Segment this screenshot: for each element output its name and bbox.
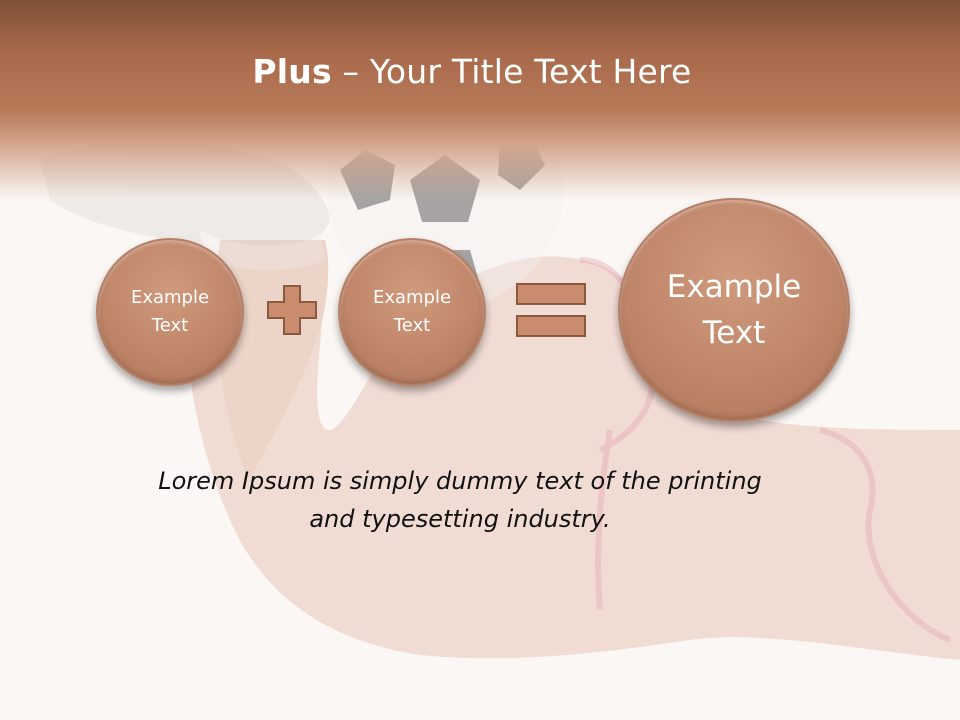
body-line-2: and typesetting industry. xyxy=(309,505,611,533)
circle-2-line-1: Example xyxy=(372,287,452,308)
example-circle-1: Example Text xyxy=(96,238,244,386)
header-band xyxy=(0,0,960,200)
equals-icon xyxy=(516,283,586,337)
example-circle-3: Example Text xyxy=(618,198,850,422)
title-rest: – Your Title Text Here xyxy=(331,52,692,91)
circle-2-line-2: Text xyxy=(393,315,431,336)
circle-1-line-1: Example xyxy=(130,287,210,308)
circle-3-line-1: Example xyxy=(666,269,802,305)
slide-title: Plus – Your Title Text Here xyxy=(0,52,944,91)
circle-1-line-2: Text xyxy=(151,315,189,336)
body-text: Lorem Ipsum is simply dummy text of the … xyxy=(100,462,820,538)
title-bold: Plus xyxy=(252,52,332,91)
example-circle-2: Example Text xyxy=(338,238,486,386)
plus-icon xyxy=(267,285,317,335)
circle-3-line-2: Text xyxy=(702,315,766,351)
body-line-1: Lorem Ipsum is simply dummy text of the … xyxy=(158,467,762,495)
